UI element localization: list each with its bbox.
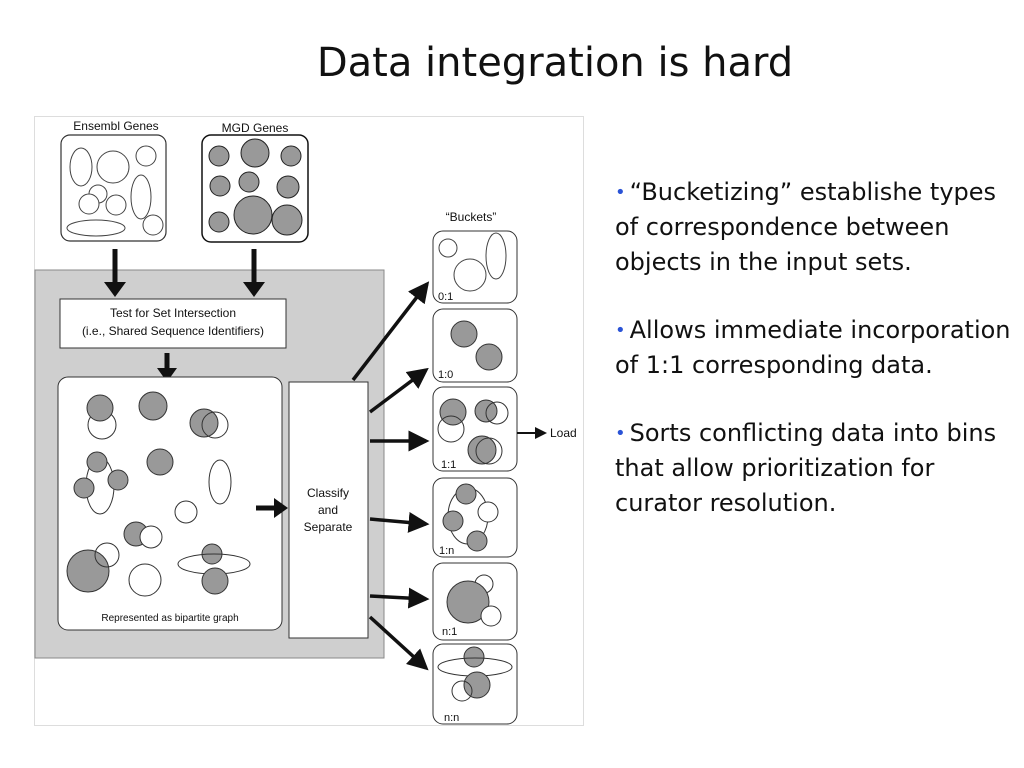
- bucket-1-n-label: 1:n: [439, 545, 454, 557]
- bullet-dot-icon: •: [615, 182, 626, 203]
- bucket-1-1-label: 1:1: [441, 459, 456, 471]
- ensembl-genes-label: Ensembl Genes: [73, 119, 158, 133]
- intersection-test-line2: (i.e., Shared Sequence Identifiers): [82, 324, 264, 338]
- bipartite-graph-shapes: [66, 391, 251, 597]
- ensembl-gene-shapes: [66, 145, 164, 237]
- bullet-text-2: Allows immediate incorporation of 1:1 co…: [615, 316, 1011, 379]
- bipartite-graph-caption: Represented as bipartite graph: [101, 613, 238, 624]
- classify-line1: Classify: [307, 486, 349, 500]
- intersection-test-box: [59, 298, 287, 349]
- input-arrows: [104, 249, 265, 297]
- load-label: Load: [550, 426, 577, 440]
- bullet-item-1: •“Bucketizing” establishe types of corre…: [615, 175, 1015, 280]
- classify-box: [288, 381, 369, 639]
- mgd-genes-label: MGD Genes: [222, 121, 289, 135]
- bullet-item-2: •Allows immediate incorporation of 1:1 c…: [615, 313, 1015, 383]
- bullet-text-1: “Bucketizing” establishe types of corres…: [615, 178, 997, 276]
- bucket-arrows: [351, 281, 430, 671]
- intersection-test-line1: Test for Set Intersection: [110, 306, 236, 320]
- bucket-n-n-label: n:n: [444, 712, 459, 724]
- bucket-n-1-label: n:1: [442, 626, 457, 638]
- bucket-1-n: [432, 477, 518, 558]
- mgd-gene-shapes: [208, 138, 303, 236]
- bucket-0-1-label: 0:1: [438, 291, 453, 303]
- bipartite-graph-box: [57, 376, 283, 631]
- classify-arrow: [256, 498, 288, 518]
- data-integration-diagram: Ensembl Genes MGD Genes Test for Set Int…: [34, 116, 584, 726]
- graph-arrow: [157, 353, 177, 382]
- classify-line2: and: [318, 503, 338, 517]
- bullet-dot-icon: •: [615, 320, 626, 341]
- bullet-text-3: Sorts conflicting data into bins that al…: [615, 419, 997, 517]
- bucket-1-0-label: 1:0: [438, 369, 453, 381]
- bullet-list: •“Bucketizing” establishe types of corre…: [615, 175, 1015, 554]
- bullet-dot-icon: •: [615, 423, 626, 444]
- slide-title: Data integration is hard: [316, 40, 794, 86]
- classify-line3: Separate: [304, 520, 353, 534]
- buckets-label: “Buckets”: [446, 210, 497, 224]
- bullet-item-3: •Sorts conflicting data into bins that a…: [615, 416, 1015, 521]
